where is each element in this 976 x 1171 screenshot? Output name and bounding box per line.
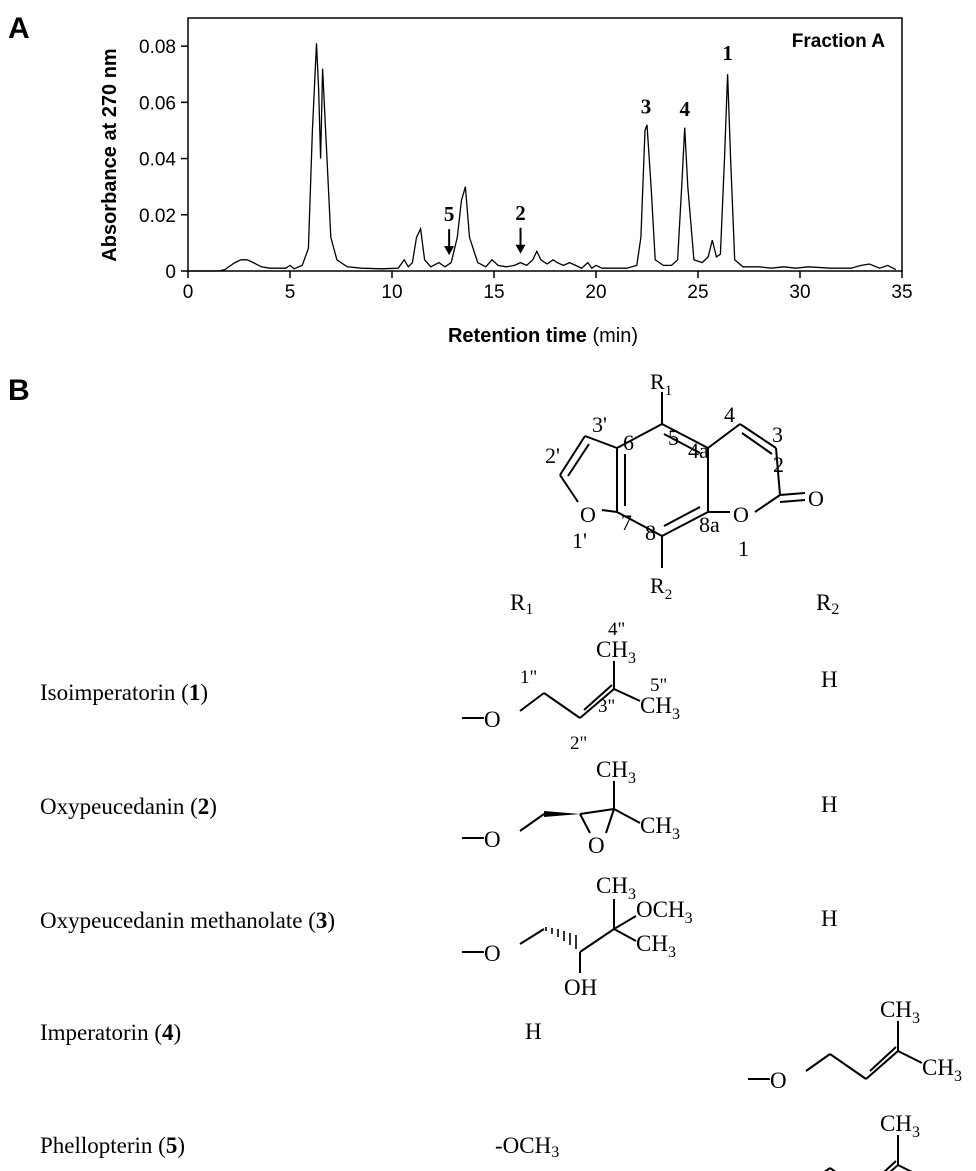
svg-text:1: 1 [738,536,749,561]
svg-text:O: O [580,502,596,527]
peak-arrow-head [515,244,526,254]
svg-text:O: O [588,833,605,858]
svg-text:3': 3' [592,412,607,437]
svg-text:CH3: CH3 [640,693,680,723]
svg-text:OH: OH [564,975,597,1000]
svg-text:OCH3: OCH3 [636,897,693,927]
x-tick-label: 30 [789,282,810,303]
svg-text:7: 7 [621,510,632,535]
svg-text:CH3: CH3 [880,997,920,1027]
svg-text:8a: 8a [699,512,720,537]
substituent-atom-labels: O CH3 CH3 1" 2" 3" 4" 5" O CH3 CH3 O O C… [484,619,962,1171]
plot-frame [187,17,903,272]
svg-text:CH3: CH3 [596,873,636,903]
svg-text:O: O [808,486,824,511]
compound-name-1: Isoimperatorin (1) [40,680,208,705]
svg-text:4": 4" [608,619,625,640]
column-header-r1: R1 [510,590,534,618]
r1-value-4: H [525,1019,542,1044]
svg-text:4: 4 [724,402,735,427]
svg-text:CH3: CH3 [636,931,676,961]
column-header-r2: R2 [816,590,840,618]
x-axis-title: Retention time (min) [448,325,638,347]
r2-value-3: H [821,906,838,931]
furocoumarin-core-structure: R1 R2 3' 2' 6 5 4a 4 3 2 O 1' 7 8 8a O 1… [545,369,824,603]
svg-text:O: O [484,707,501,732]
svg-text:O: O [733,502,749,527]
y-tick-label: 0.02 [139,206,176,227]
substituent-structures: O CH3 CH3 1" 2" 3" 4" 5" O CH3 CH3 O O C… [462,619,962,1171]
panel-a-label: A [8,12,30,45]
svg-text:O: O [770,1068,787,1093]
svg-text:CH3: CH3 [922,1055,962,1085]
y-tick-label: 0.08 [139,37,176,58]
series-line [188,43,897,272]
peak-label: 1 [722,41,733,65]
svg-text:CH3: CH3 [596,637,636,667]
svg-text:R2: R2 [650,573,672,603]
svg-text:R1: R1 [650,369,672,399]
r1-value-5: -OCH3 [495,1133,560,1161]
x-tick-label: 25 [687,282,708,303]
r2-value-2: H [821,792,838,817]
svg-text:8: 8 [645,520,656,545]
svg-text:6: 6 [623,430,634,455]
x-tick-label: 5 [285,282,296,303]
peak-label: 3 [641,94,652,118]
chart-marks: 1 3 4 5 2 [444,41,733,256]
svg-text:CH3: CH3 [596,757,636,787]
y-axis-title: Absorbance at 270 nm [99,48,121,261]
chart-annotation: Fraction A [792,31,886,52]
y-tick-label: 0 [165,262,176,283]
x-tick-label: 15 [483,282,504,303]
svg-text:O: O [484,827,501,852]
svg-text:O: O [484,941,501,966]
svg-text:1": 1" [520,667,537,688]
svg-text:5": 5" [650,675,667,696]
chromatogram-chart: 0 5 10 15 20 25 30 35 0 0.02 0.04 0.06 0.08 1 3 4 5 2 Fr… [99,17,913,347]
svg-text:3: 3 [772,422,783,447]
x-tick-label: 35 [891,282,912,303]
svg-text:1': 1' [572,528,587,553]
svg-text:4a: 4a [688,438,709,463]
peak-arrow-head [444,246,455,256]
svg-text:CH3: CH3 [880,1111,920,1141]
svg-text:2": 2" [570,733,587,754]
peak-label: 2 [515,201,526,225]
y-tick-label: 0.04 [139,150,176,171]
svg-text:CH3: CH3 [922,1169,962,1171]
x-tick-label: 20 [585,282,606,303]
svg-text:CH3: CH3 [640,813,680,843]
peak-label: 4 [679,97,690,121]
svg-text:5: 5 [668,425,679,450]
core-atom-labels: R1 R2 3' 2' 6 5 4a 4 3 2 O 1' 7 8 8a O 1… [545,369,824,603]
x-tick-label: 0 [183,282,194,303]
compound-name-4: Imperatorin (4) [40,1020,182,1045]
svg-text:2: 2 [773,452,784,477]
compound-name-3: Oxypeucedanin methanolate (3) [40,908,336,933]
x-tick-label: 10 [381,282,402,303]
compound-name-2: Oxypeucedanin (2) [40,794,217,819]
y-tick-label: 0.06 [139,93,176,114]
svg-text:2': 2' [545,443,560,468]
compound-name-5: Phellopterin (5) [40,1133,186,1158]
panel-b-label: B [8,374,30,407]
r2-value-1: H [821,667,838,692]
svg-text:3": 3" [598,696,615,717]
peak-label: 5 [444,202,455,226]
